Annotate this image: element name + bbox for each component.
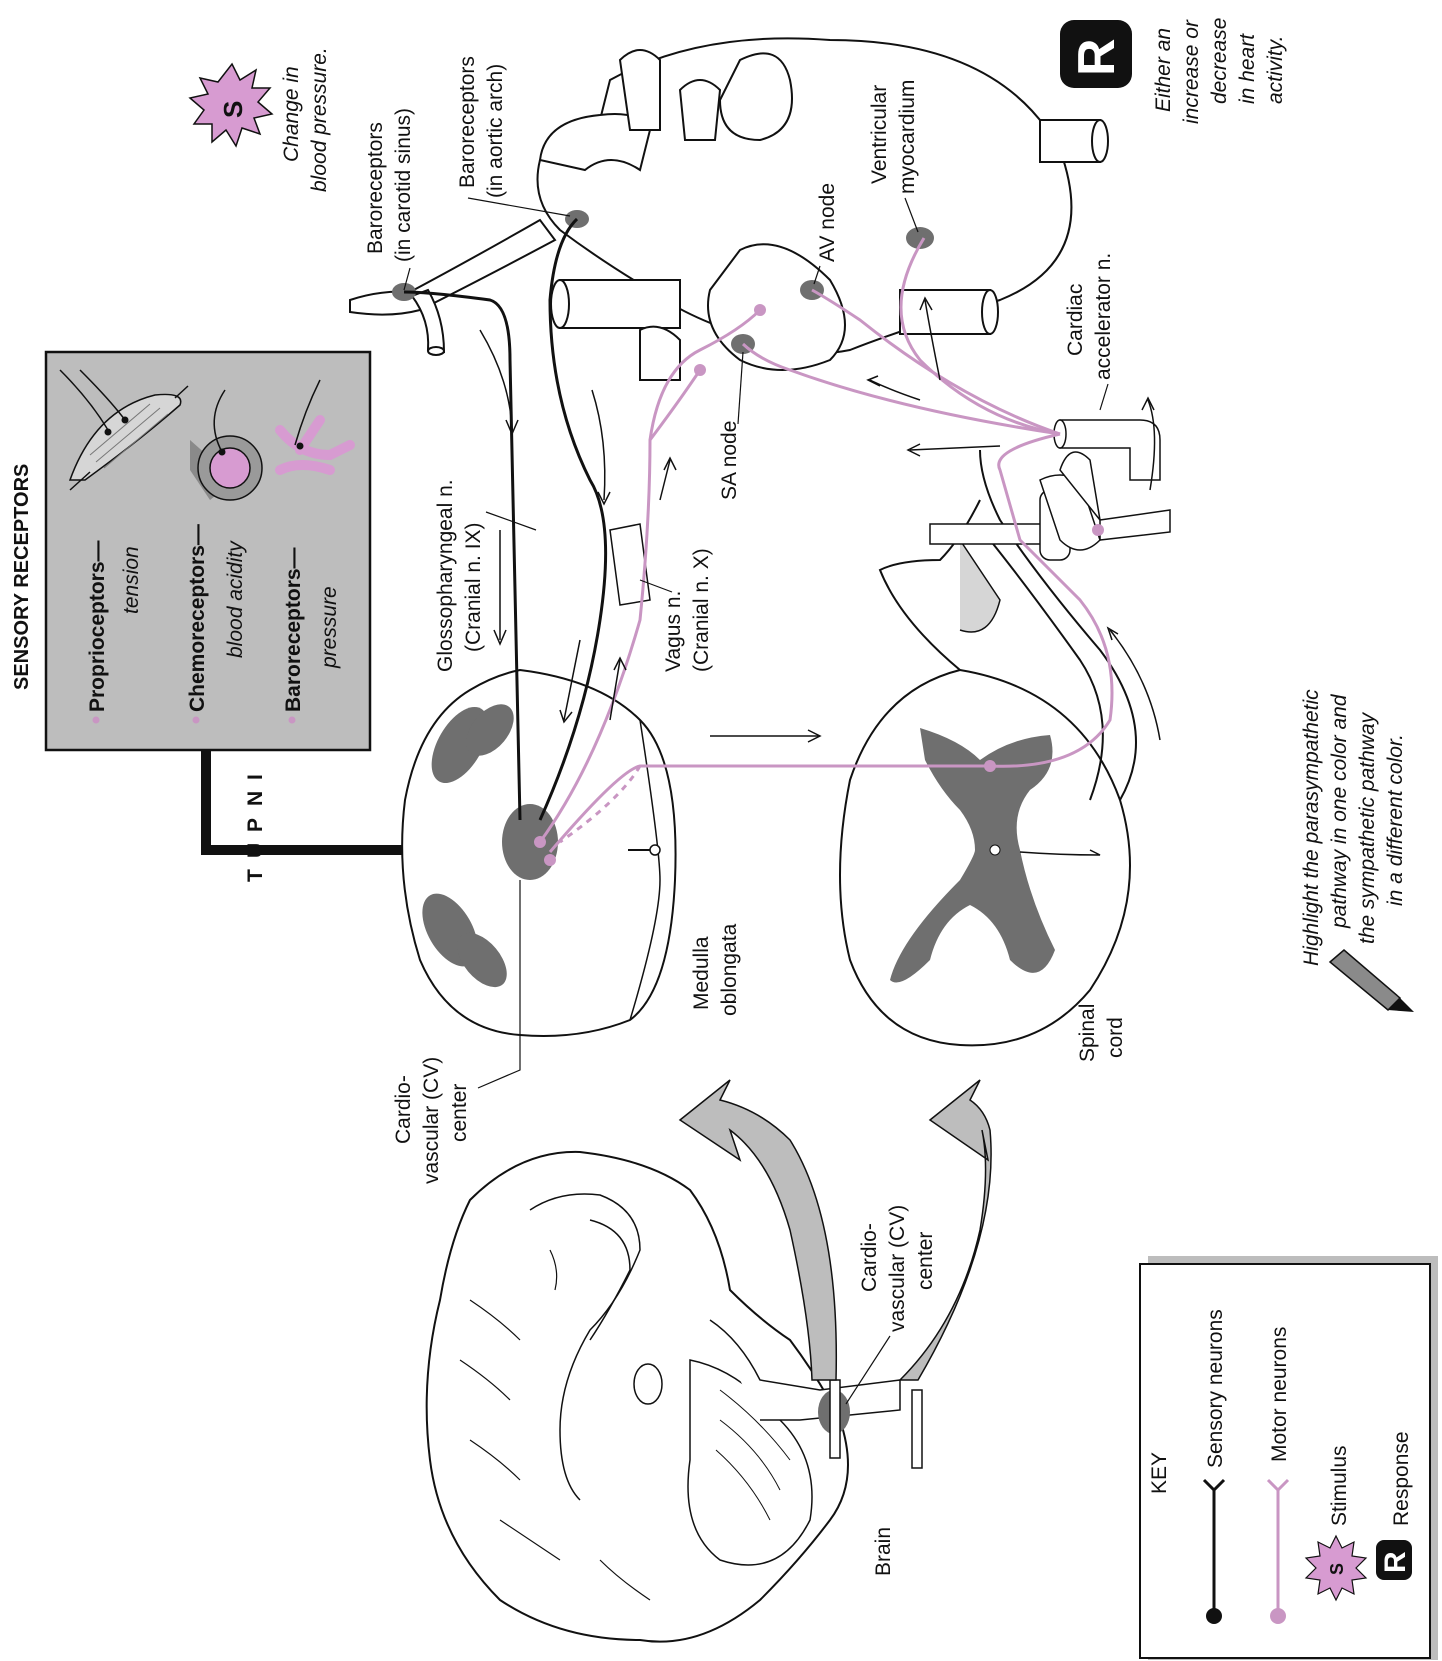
glosso-label: Glossopharyngeal n. (434, 479, 457, 672)
stimulus-badge: S Change in blood pressure. (190, 47, 331, 192)
response-text: activity. (1264, 36, 1287, 104)
cardiac-accel-label: Cardiac (1064, 284, 1087, 356)
glosso-label: (Cranial n. IX) (462, 522, 485, 652)
sensory-receptors-panel: SENSORY RECEPTORS (11, 352, 370, 750)
motor-node (984, 760, 996, 772)
motor-node (694, 364, 706, 376)
key-sensory-label: Sensory neurons (1204, 1309, 1227, 1468)
sa-node-label: SA node (718, 421, 741, 500)
input-letter: U (244, 843, 267, 858)
bullet-dot (93, 717, 100, 724)
cv-center-medulla-label: Cardio- (392, 1075, 415, 1144)
motor-node (544, 854, 556, 866)
cv-center-medulla-spot (502, 804, 558, 880)
spinal-cord-label: Spinal (1076, 1004, 1099, 1062)
motor-node (754, 304, 766, 316)
instruction-line: the sympathetic pathway (1356, 711, 1379, 944)
cv-center-brain-label: center (914, 1232, 937, 1290)
motor-neuron-symbol (1270, 1608, 1286, 1624)
bullet-dot (289, 717, 296, 724)
medulla-label: oblongata (718, 923, 741, 1016)
proprioceptors-label: Proprioceptors— (86, 540, 109, 712)
instruction-line: pathway in one color and (1328, 693, 1351, 929)
response-text: decrease (1208, 18, 1231, 104)
motor-node (534, 836, 546, 848)
chemoreceptors-detail: blood acidity (224, 540, 247, 658)
input-letter: N (244, 791, 267, 806)
brain-illustration (427, 1152, 922, 1642)
baroreceptors-label: Baroreceptors— (282, 547, 305, 712)
baroreceptors-detail: pressure (318, 586, 341, 669)
key-stimulus-glyph: S (1327, 1563, 1347, 1575)
stimulus-text: Change in (280, 66, 303, 162)
key-title: KEY (1148, 1452, 1171, 1494)
medulla-label: Medulla (690, 936, 713, 1010)
instruction-line: Highlight the parasympathetic (1300, 689, 1323, 966)
vagus-label: Vagus n. (662, 591, 685, 672)
baro-aortic-label: Baroreceptors (456, 56, 479, 188)
input-letter: P (244, 818, 267, 832)
key-stimulus-label: Stimulus (1328, 1445, 1351, 1526)
legend-key: KEY Sensory neurons Motor neurons S Stim… (1140, 1256, 1438, 1660)
sensory-neuron-symbol (1206, 1608, 1222, 1624)
spinal-cord-cross-section (840, 450, 1170, 1045)
input-letter: I (244, 774, 267, 780)
medulla-cross-section (402, 670, 675, 1036)
baro-aortic-label: (in aortic arch) (484, 64, 507, 198)
vagus-label: (Cranial n. X) (690, 548, 713, 672)
instruction-note: Highlight the parasympathetic pathway in… (1300, 689, 1414, 1012)
response-text: in heart (1236, 33, 1259, 104)
response-text: increase or (1180, 19, 1203, 124)
stimulus-glyph: S (218, 101, 248, 118)
key-response-glyph: R (1379, 1551, 1412, 1573)
cv-center-medulla-label: vascular (CV) (420, 1057, 443, 1184)
cardiac-accel-label: accelerator n. (1092, 253, 1115, 380)
response-text: Either an (1152, 28, 1175, 112)
baro-carotid-label: Baroreceptors (364, 122, 387, 254)
bullet-dot (193, 717, 200, 724)
cv-center-brain-label: Cardio- (858, 1223, 881, 1292)
key-response-label: Response (1390, 1431, 1413, 1526)
spinal-cord-label: cord (1104, 1017, 1127, 1058)
chemoreceptors-label: Chemoreceptors— (186, 524, 209, 712)
response-glyph: R (1068, 38, 1126, 76)
brain-label: Brain (872, 1527, 895, 1576)
baro-carotid-label: (in carotid sinus) (392, 108, 415, 262)
input-letter: T (244, 869, 267, 882)
response-badge: R Either an increase or decrease in hear… (1060, 18, 1287, 124)
stimulus-text: blood pressure. (308, 47, 331, 192)
motor-node (1092, 524, 1104, 536)
brain-to-spinal-arrow (900, 1080, 991, 1380)
av-node-label: AV node (816, 183, 839, 262)
key-motor-label: Motor neurons (1268, 1327, 1291, 1462)
ventricular-label: myocardium (896, 80, 919, 194)
cv-center-medulla-label: center (448, 1084, 471, 1142)
cv-center-brain-label: vascular (CV) (886, 1205, 909, 1332)
crayon-icon (1330, 950, 1414, 1012)
sensory-receptors-title: SENSORY RECEPTORS (11, 464, 33, 690)
proprioceptors-detail: tension (120, 546, 143, 614)
ventricular-label: Ventricular (868, 85, 891, 184)
instruction-line: in a different color. (1384, 734, 1407, 906)
